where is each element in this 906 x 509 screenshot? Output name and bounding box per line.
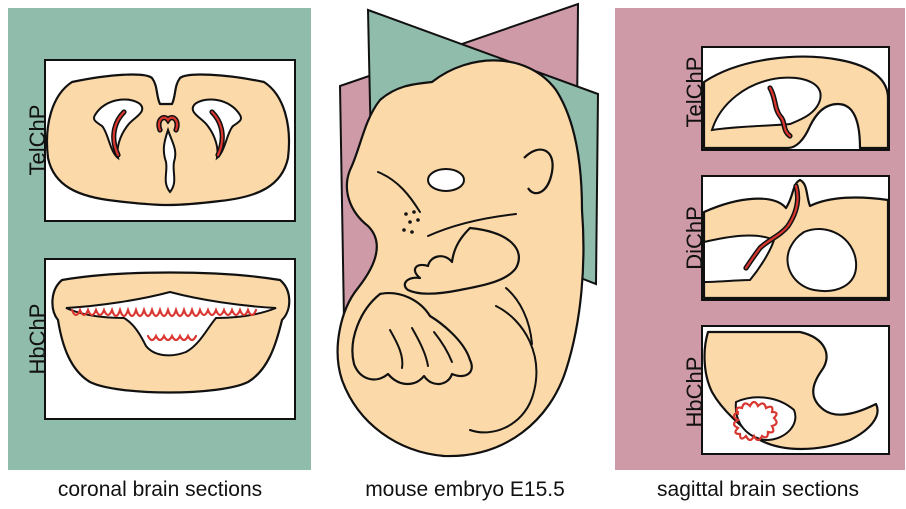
embryo-eye — [428, 169, 464, 191]
embryo-panel — [320, 0, 610, 478]
sagittal-panel: TelChP DiChP HbChP — [610, 0, 906, 478]
coronal-caption: coronal brain sections — [0, 478, 320, 502]
embryo-caption: mouse embryo E15.5 — [320, 478, 610, 502]
sagittal-caption: sagittal brain sections — [610, 478, 906, 502]
coronal-panel: TelChP HbChP — [0, 0, 320, 478]
